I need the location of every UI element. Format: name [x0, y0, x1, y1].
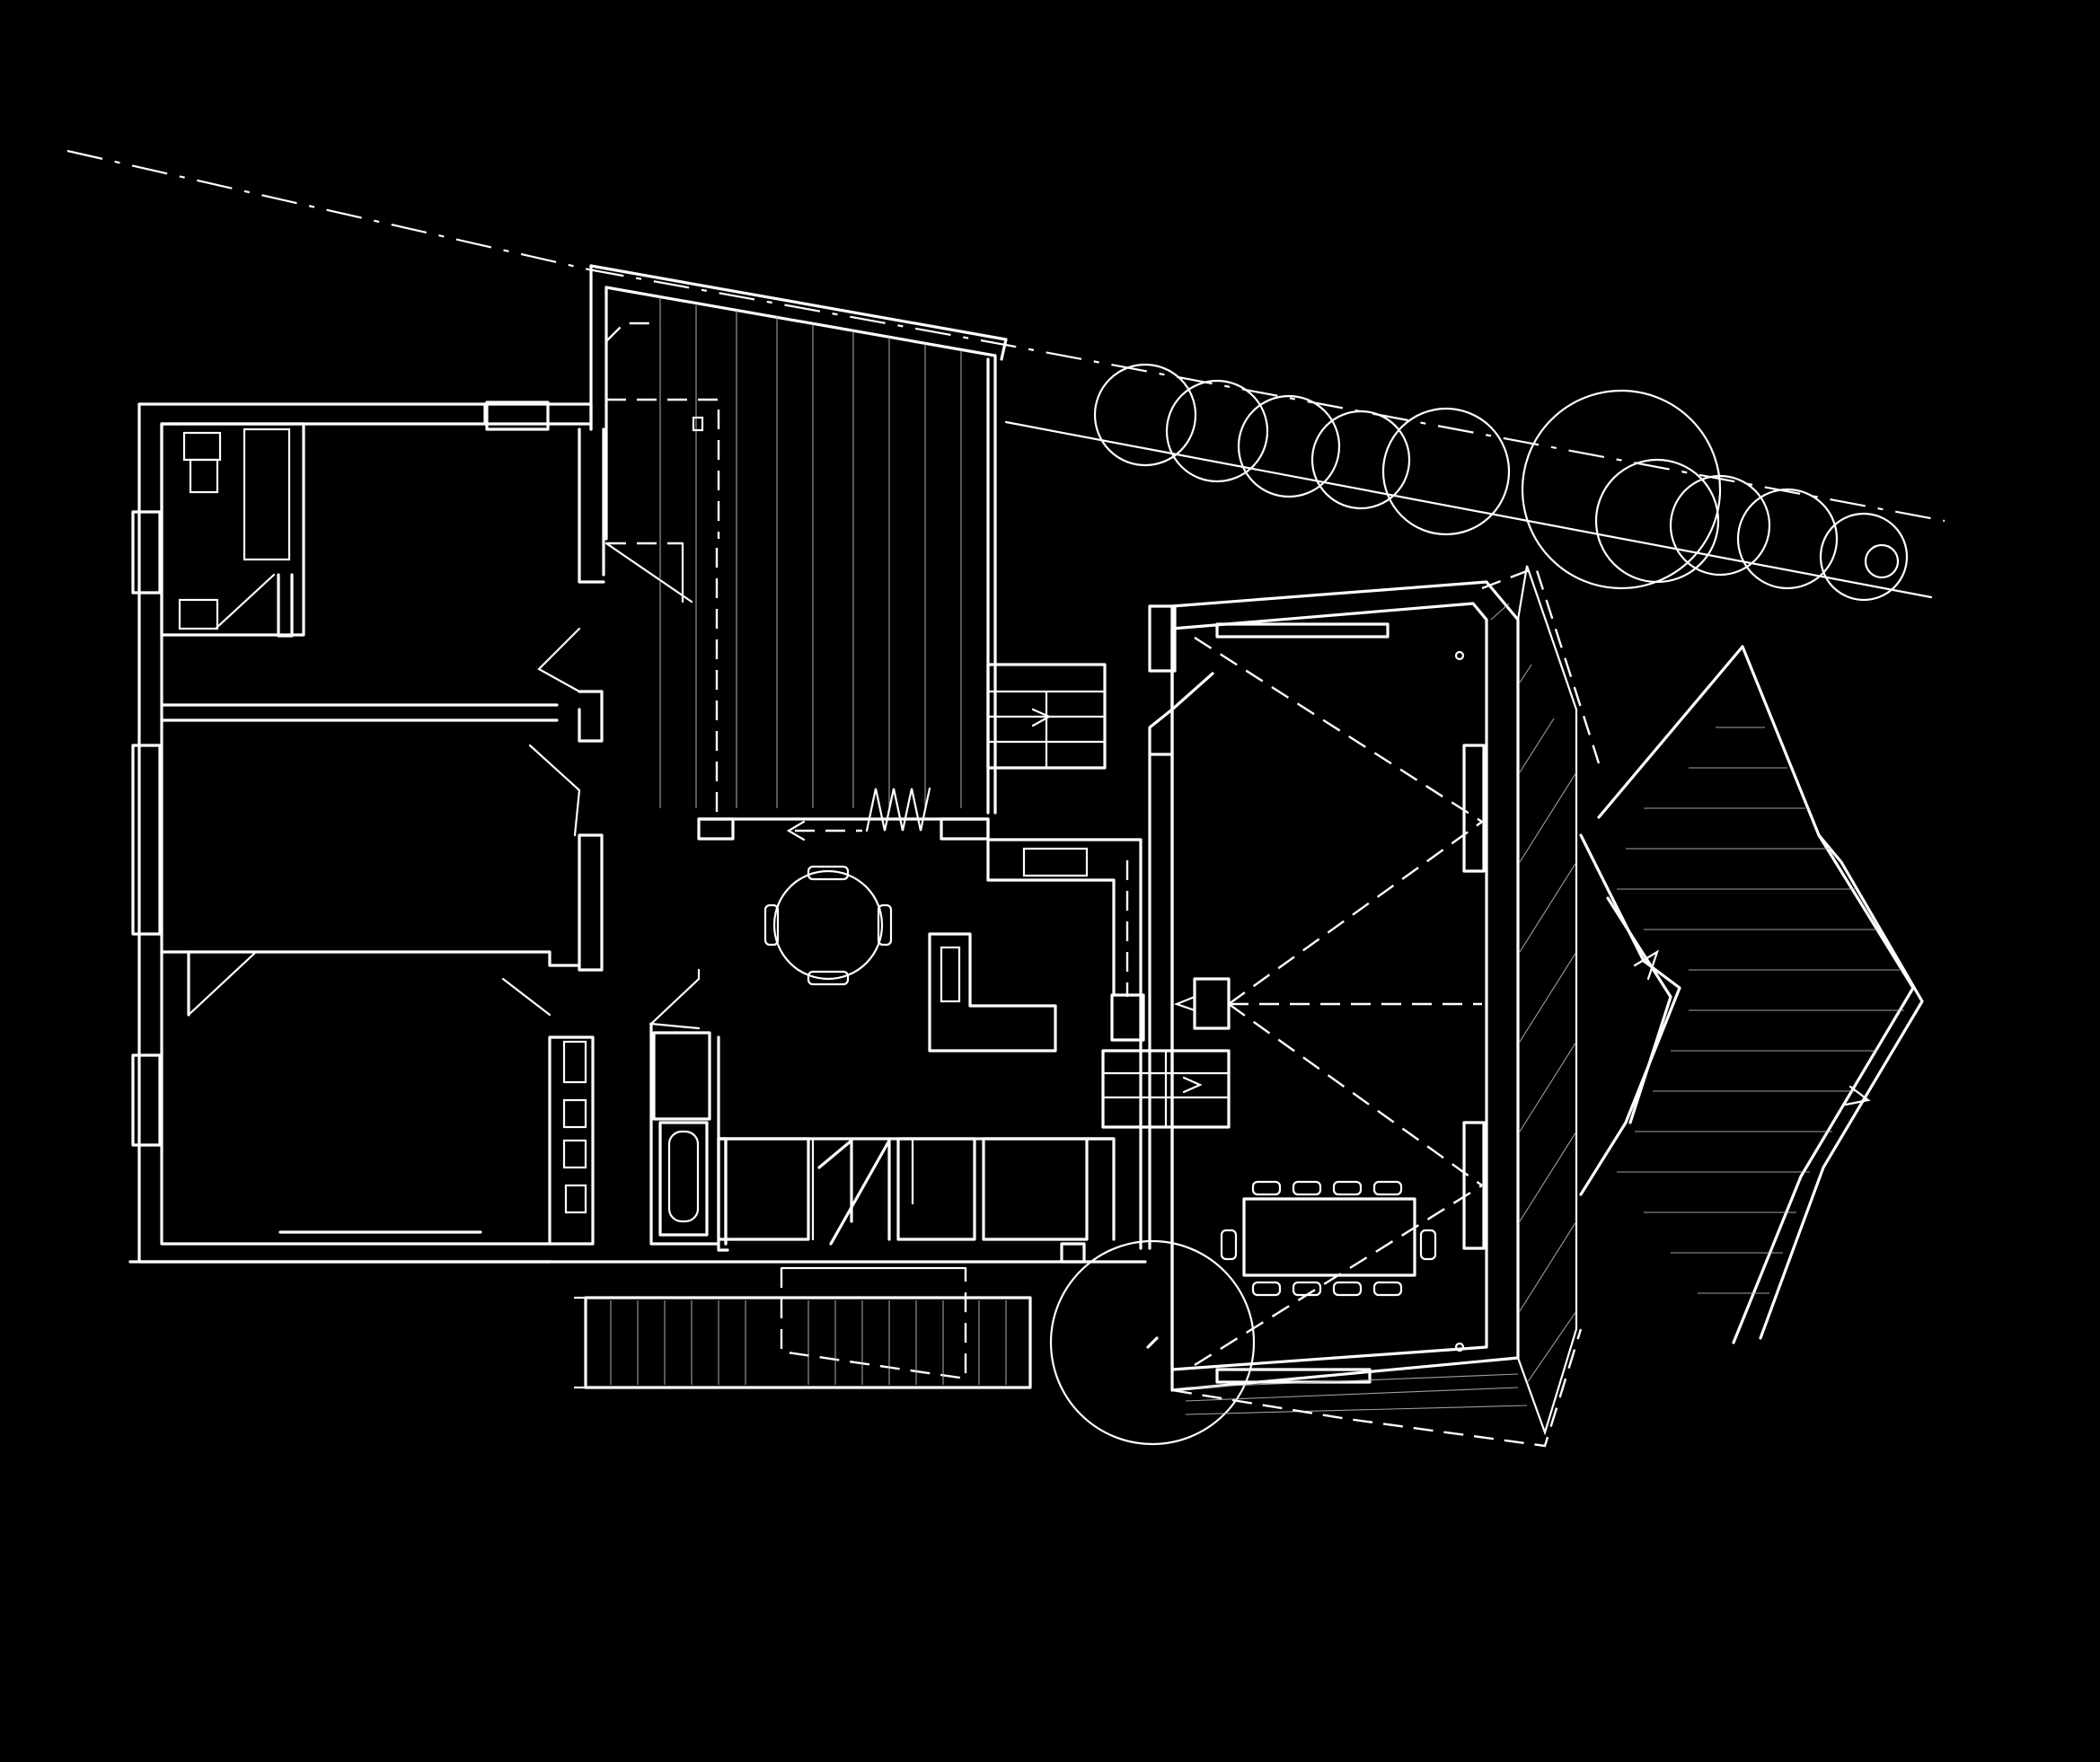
service-rooms	[548, 1022, 1116, 1264]
property-boundary	[66, 149, 1946, 599]
bathroom	[160, 422, 305, 638]
kitchen-living-core	[649, 787, 1145, 1250]
south-deck	[573, 1266, 1032, 1389]
courtyard-deck	[589, 264, 1008, 815]
chevron-deck	[1579, 645, 1924, 1344]
stair-north	[986, 663, 1107, 770]
bedroom-partitions	[160, 627, 604, 1017]
tree	[1049, 1239, 1256, 1446]
living-pavilion	[1101, 565, 1601, 1448]
house-exterior-walls	[128, 401, 1147, 1264]
tree-row	[1093, 363, 1909, 602]
